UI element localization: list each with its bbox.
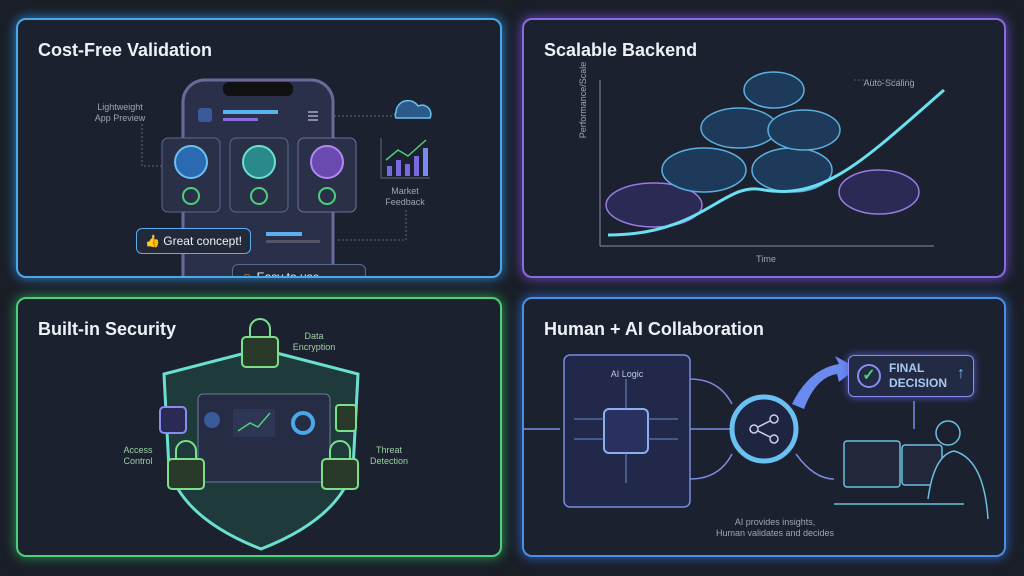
thumbs-up-icon: 👍: [145, 234, 160, 248]
ai-logic-label: AI Logic: [610, 369, 644, 379]
panel-title: Cost-Free Validation: [38, 40, 213, 60]
panel-title: Built-in Security: [38, 319, 177, 339]
panel-cost-free-validation: Cost-Free Validation Lightweight App Pre…: [16, 18, 502, 278]
user-card-3: [297, 137, 357, 213]
y-axis-label: Performance/Scale: [578, 61, 588, 139]
panel-scalable-backend: Scalable Backend Performance/Scale Time …: [522, 18, 1006, 278]
lock-icon: [241, 336, 279, 368]
brain-chip-icon: [603, 408, 649, 454]
final-decision-box: ✓ FINAL DECISION ↑: [848, 355, 974, 397]
checkmark-icon: ✓: [857, 364, 881, 388]
cloud-icon: [394, 99, 432, 119]
panel-human-ai-collaboration: Human + AI Collaboration AI Logic ✓ FINA…: [522, 297, 1006, 557]
lock-icon: [167, 458, 205, 490]
scaling-curve: [607, 88, 945, 237]
collaboration-illustration: [524, 354, 989, 520]
security-illustration: [159, 318, 360, 551]
cloud-cluster: [605, 71, 920, 228]
caption-line-1: AI provides insights,: [734, 517, 816, 527]
panel-title: Scalable Backend: [544, 40, 698, 60]
share-node-icon: [729, 394, 799, 464]
smile-icon: ☺: [241, 270, 254, 278]
auto-scaling-label: Auto-Scaling: [863, 78, 915, 88]
app-preview-label: Lightweight App Preview: [94, 102, 146, 123]
human-at-desk-illustration: [834, 420, 989, 520]
arrow-icon: [792, 356, 857, 409]
fingerprint-icon: [159, 406, 187, 434]
user-card-1: [161, 137, 221, 213]
access-control-label: Access Control: [123, 445, 153, 466]
user-icon: [198, 108, 212, 122]
market-chart-icon: [380, 138, 430, 179]
up-arrow-icon: ↑: [957, 365, 965, 382]
dashboard-screen: [197, 393, 331, 483]
panel-built-in-security: Built-in Security Data Encryption Access…: [16, 297, 502, 557]
lock-icon: [321, 458, 359, 490]
phone-illustration: [141, 78, 432, 276]
caption: AI provides insights,Human validates and…: [690, 517, 860, 539]
comment-text: Great concept!: [163, 234, 243, 248]
lock-icon: [335, 404, 357, 432]
comment-bubble: ☺ Easy to use: [232, 264, 366, 278]
panel-title: Human + AI Collaboration: [544, 319, 764, 339]
x-axis-label: Time: [756, 254, 776, 264]
user-card-2: [229, 137, 289, 213]
comment-text: Easy to use: [256, 270, 320, 278]
scaling-illustration: [599, 71, 945, 247]
caption-line-2: Human validates and decides: [715, 528, 835, 538]
menu-icon: [308, 111, 318, 121]
data-encryption-label: Data Encryption: [292, 331, 336, 352]
threat-detection-label: Threat Detection: [369, 445, 409, 466]
market-feedback-label: Market Feedback: [385, 186, 425, 207]
comment-bubble: 👍 Great concept!: [136, 228, 252, 254]
final-decision-label: FINAL DECISION: [889, 361, 948, 390]
